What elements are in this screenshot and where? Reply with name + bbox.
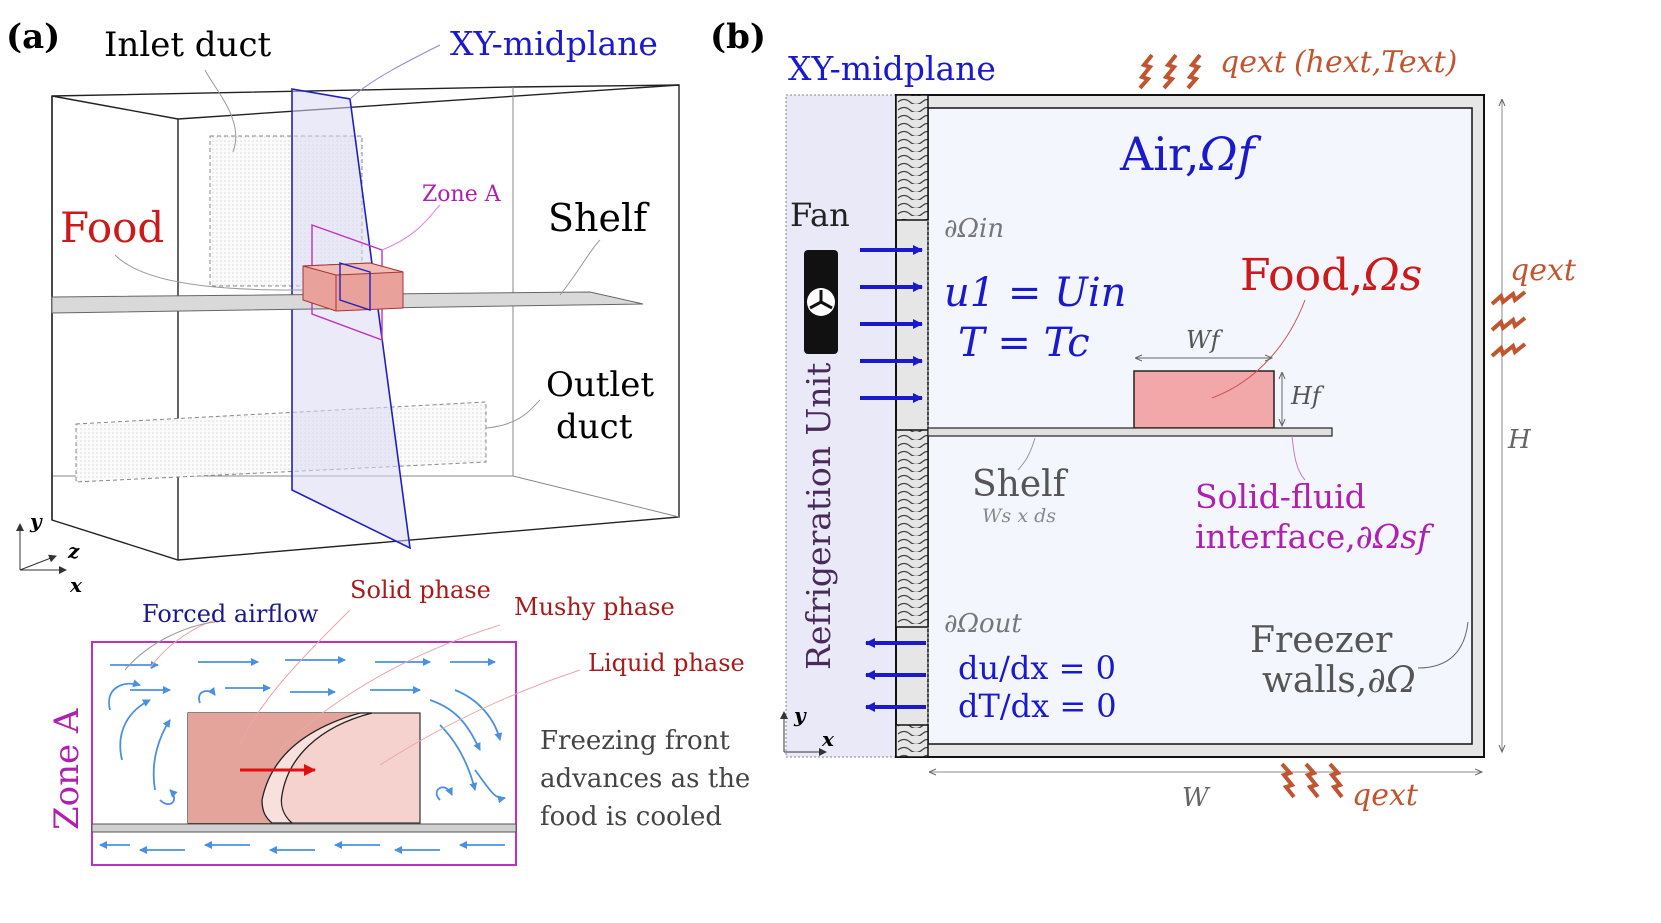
mushy-zone xyxy=(261,712,373,824)
inlet-duct-leader xyxy=(204,69,237,153)
wall-segment-bottom xyxy=(895,724,929,758)
zone-a-frame xyxy=(91,641,517,866)
phase-leaders xyxy=(149,609,581,766)
food-box-3d xyxy=(302,262,404,312)
outlet-duct-leader xyxy=(485,399,541,429)
panel-a: (a) Inlet duct Outlet duct XY-midplane S… xyxy=(6,17,680,597)
outlet-arrows xyxy=(865,638,926,712)
caption-line-2: advances as the xyxy=(540,764,750,794)
mushy-phase-label: Mushy phase xyxy=(514,593,675,621)
interface-label-1: Solid-fluid xyxy=(1195,477,1366,516)
axis-y-b: y xyxy=(793,703,807,727)
food-block xyxy=(1133,370,1275,429)
outlet-duct-region xyxy=(75,401,487,483)
wall-segment-middle xyxy=(895,429,929,628)
qext-right-label: qext xyxy=(1510,253,1577,288)
inlet-bc-velocity: u1 = Uin xyxy=(944,270,1126,316)
airflow-leader xyxy=(124,621,216,671)
shelf-label-b: Shelf xyxy=(972,464,1069,505)
food-leader xyxy=(114,254,304,291)
fan-icon xyxy=(804,250,838,354)
axes-b xyxy=(780,711,827,756)
w-label: W xyxy=(1182,783,1211,813)
food-label-a: Food xyxy=(60,203,164,252)
qext-top-label: qext(hext,Text) xyxy=(1220,45,1457,80)
xy-midplane-label-a: XY-midplane xyxy=(450,24,658,63)
food-label-b: Food,Ωs xyxy=(1240,250,1422,301)
xy-midplane-label-b: XY-midplane xyxy=(788,49,996,88)
zone-a-side-label: Zone A xyxy=(47,708,87,830)
zone-a-detail: Zone A xyxy=(47,576,750,866)
qext-bottom-label: qext xyxy=(1352,778,1419,813)
freezer-walls-label-1: Freezer xyxy=(1250,620,1393,661)
liquid-phase-label: Liquid phase xyxy=(588,649,745,677)
air-label: Air,Ωf xyxy=(1119,127,1262,181)
flow-arrows xyxy=(99,656,506,854)
caption-line-1: Freezing front xyxy=(540,726,730,756)
shelf-leader xyxy=(559,239,601,296)
outlet-boundary-label: ∂Ωout xyxy=(944,609,1022,639)
forced-airflow-label: Forced airflow xyxy=(142,600,319,628)
panel-b: (b) XY-midplane Refrigeration Unit Air,Ω… xyxy=(710,17,1577,813)
zone-a-label-a: Zone A xyxy=(422,182,502,207)
inlet-duct-label: Inlet duct xyxy=(104,25,271,65)
outlet-bc-velocity: du/dx = 0 xyxy=(958,649,1116,687)
axis-x-b: x xyxy=(821,727,835,751)
inlet-boundary-label: ∂Ωin xyxy=(944,214,1004,244)
inlet-bc-temperature: T = Tc xyxy=(958,320,1090,366)
axes-a xyxy=(16,523,67,574)
axis-y-a: y xyxy=(29,509,43,533)
interface-leader xyxy=(1291,435,1306,481)
freezer-walls-label-2: walls,∂Ω xyxy=(1262,660,1416,701)
heat-flux-right-icon xyxy=(1490,290,1527,358)
hf-label: Hf xyxy=(1290,382,1325,410)
heat-flux-bottom-icon xyxy=(1280,762,1344,799)
walls-leader xyxy=(1417,621,1469,669)
refrigeration-unit-label: Refrigeration Unit xyxy=(799,363,838,670)
inlet-arrows xyxy=(860,245,923,403)
solid-phase-label: Solid phase xyxy=(350,576,491,604)
outlet-duct-label-2: duct xyxy=(556,407,633,447)
heat-flux-top-icon xyxy=(1138,53,1202,90)
h-label: H xyxy=(1507,425,1532,455)
shelf-dims-label: Ws x ds xyxy=(982,505,1056,527)
zone-a-shelf xyxy=(91,823,517,833)
outlet-bc-temperature: dT/dx = 0 xyxy=(958,687,1117,725)
axis-z-a: z xyxy=(67,539,80,563)
refrigeration-unit xyxy=(785,94,899,758)
outlet-duct-label-1: Outlet xyxy=(546,365,654,405)
xy-midplane-leader xyxy=(349,44,441,100)
fan-label: Fan xyxy=(790,196,850,234)
axis-x-a: x xyxy=(69,573,83,597)
caption-line-3: food is cooled xyxy=(540,802,722,832)
panel-a-label: (a) xyxy=(6,17,60,57)
shelf-bar xyxy=(927,427,1333,437)
xy-midplane-plane xyxy=(291,88,411,550)
zone-a-leader xyxy=(381,204,441,251)
wf-label: Wf xyxy=(1186,326,1224,354)
shelf-label-a: Shelf xyxy=(548,196,650,240)
shelf-leader-b xyxy=(1017,437,1036,471)
interface-label-2: interface,∂Ωsf xyxy=(1195,517,1435,556)
wall-segment-top xyxy=(895,94,929,221)
panel-b-label: (b) xyxy=(710,17,766,57)
